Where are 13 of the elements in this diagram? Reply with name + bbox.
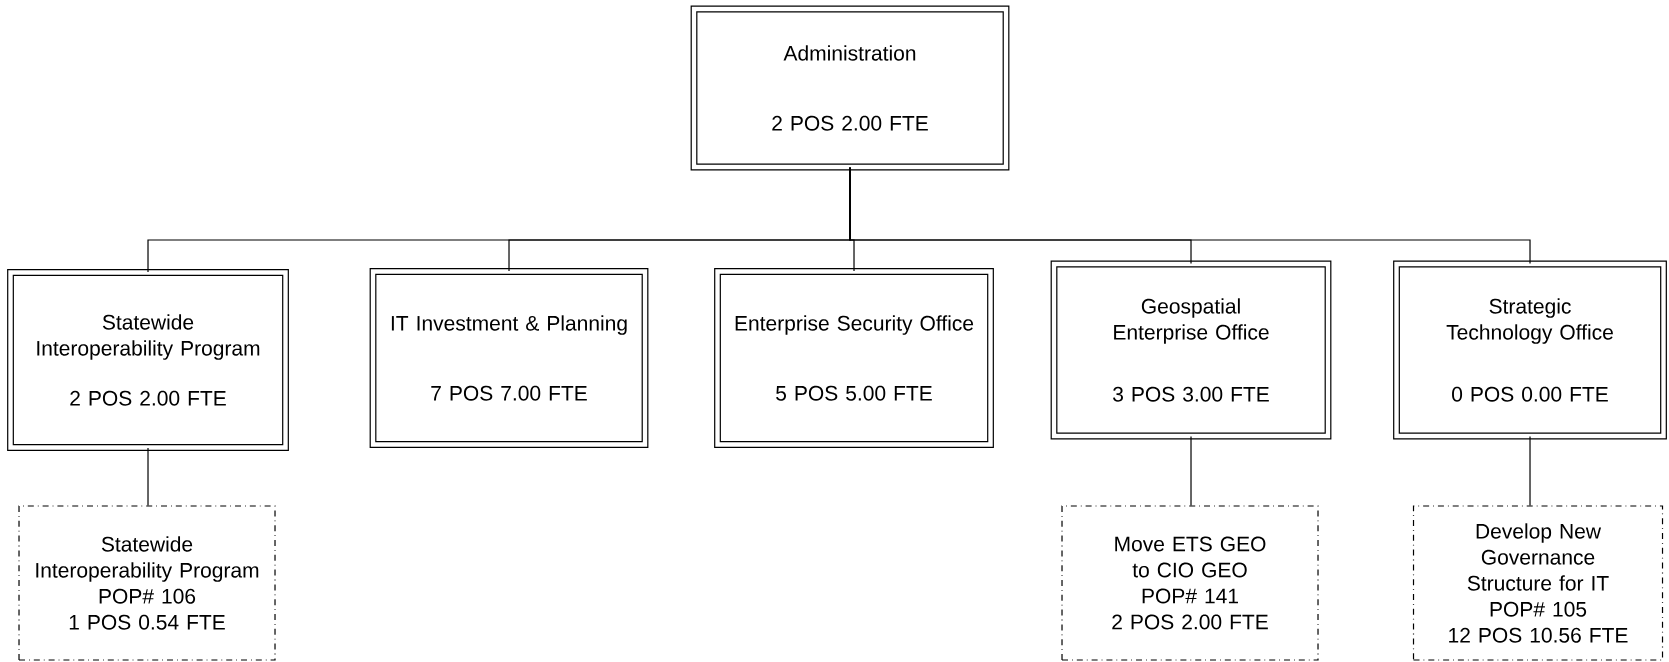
- project-box: Develop New Governance Structure for IT POP# 105 12 POS 10.56 FTE: [1412, 505, 1664, 661]
- org-unit-box: Strategic Technology Office 0 POS 0.00 FTE: [1393, 260, 1667, 440]
- project-box: Statewide Interoperability Program POP# 106 1 POS 0.54 FTE: [18, 505, 276, 661]
- project-box: Move ETS GEO to CIO GEO POP# 141 2 POS 2.00 FTE: [1061, 505, 1319, 661]
- org-unit-box: Administration 2 POS 2.00 FTE: [690, 5, 1010, 171]
- connector-line: [1190, 436, 1192, 506]
- org-unit-box: Geospatial Enterprise Office 3 POS 3.00 FTE: [1050, 260, 1332, 440]
- connector-line: [849, 167, 1531, 264]
- connector-line: [147, 447, 149, 506]
- org-unit-box: Statewide Interoperability Program 2 POS 2.00 FTE: [7, 269, 289, 451]
- org-unit-box: IT Investment & Planning 7 POS 7.00 FTE: [369, 268, 649, 448]
- connector-line: [1529, 436, 1531, 506]
- org-unit-box: Enterprise Security Office 5 POS 5.00 FTE: [714, 268, 994, 448]
